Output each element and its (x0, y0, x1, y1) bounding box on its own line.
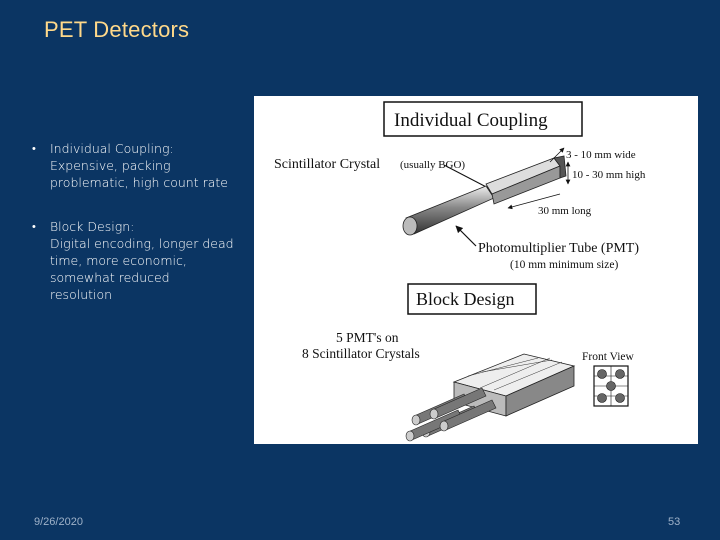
block-design-heading-box (407, 283, 537, 315)
bullet-block-design: • Block Design: Digital encoding, longer… (30, 218, 245, 303)
pmt-note: (10 mm minimum size) (510, 259, 618, 271)
bullet-line: somewhat reduced (50, 270, 170, 285)
bullet-dot-icon: • (32, 142, 36, 155)
bullet-line: time, more economic, (50, 253, 187, 268)
width-arrow (549, 147, 565, 163)
bullet-line: problematic, high count rate (50, 175, 228, 190)
scintillator-crystal-label: Scintillator Crystal (274, 157, 380, 172)
bullet-line: resolution (50, 287, 113, 302)
detector-figure: Individual Coupling Scintillator Crystal… (254, 96, 698, 444)
pmt-label: Photomultiplier Tube (PMT) (478, 241, 639, 256)
width-label: 3 - 10 mm wide (566, 149, 636, 161)
pmt-pointer-arrow (455, 225, 477, 247)
length-arrow (507, 193, 561, 210)
bullet-line: Individual Coupling: (50, 141, 174, 156)
bullet-line: Block Design: (50, 219, 135, 234)
bullet-line: Expensive, packing (50, 158, 171, 173)
scintillator-crystal-note: (usually BGO) (400, 159, 465, 171)
bullet-dot-icon: • (32, 220, 36, 233)
footer-date: 9/26/2020 (34, 516, 83, 528)
block-detector-icon (405, 353, 576, 442)
length-label: 30 mm long (538, 205, 592, 217)
slide-title: PET Detectors (44, 17, 190, 42)
block-line-2: 8 Scintillator Crystals (302, 346, 420, 361)
crystal-bar-icon (485, 155, 567, 205)
front-view-icon (593, 365, 629, 407)
individual-coupling-heading-box (383, 101, 583, 137)
front-view-label: Front View (582, 351, 635, 363)
footer-page-number: 53 (668, 516, 681, 528)
detector-diagram: Individual Coupling Scintillator Crystal… (274, 101, 646, 442)
block-line-1: 5 PMT's on (336, 330, 399, 345)
bullet-list: • Individual Coupling: Expensive, packin… (30, 140, 245, 330)
height-label: 10 - 30 mm high (572, 169, 646, 181)
bullet-line: Digital encoding, longer dead (50, 236, 234, 251)
bullet-individual-coupling: • Individual Coupling: Expensive, packin… (30, 140, 245, 191)
individual-coupling-heading: Individual Coupling (394, 110, 548, 131)
block-design-heading: Block Design (416, 289, 515, 309)
pmt-tube-icon (402, 185, 495, 236)
